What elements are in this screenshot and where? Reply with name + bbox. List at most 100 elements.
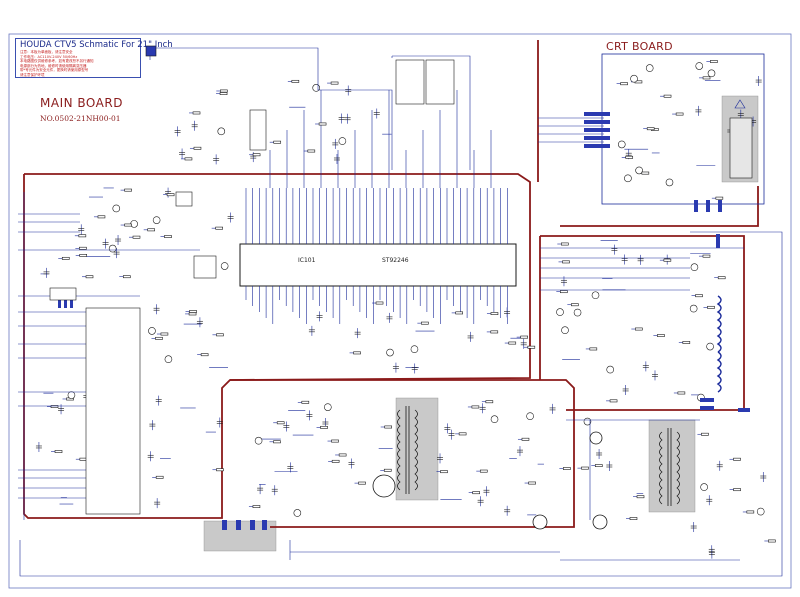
resistor xyxy=(528,481,536,485)
resistor xyxy=(383,468,392,472)
connector-blocks xyxy=(58,112,750,530)
main-ic-body xyxy=(239,243,517,287)
resistor xyxy=(215,226,223,230)
resistor xyxy=(663,258,672,262)
transistor xyxy=(700,483,708,491)
resistor xyxy=(307,149,316,153)
resistor xyxy=(192,111,201,115)
resistor xyxy=(458,432,467,436)
transistor xyxy=(606,365,615,374)
resistor xyxy=(682,341,691,344)
resistor xyxy=(625,155,634,159)
resistor xyxy=(353,351,361,355)
resistor xyxy=(160,332,169,336)
transistor xyxy=(756,507,765,516)
resistor xyxy=(184,157,193,161)
transformer-flyback xyxy=(659,428,680,506)
resistor xyxy=(164,235,172,238)
resistor xyxy=(358,481,366,485)
crt-warning-triangle xyxy=(734,99,746,109)
schematic-title: HOUDA CTV5 Schmatic For 21" Inch xyxy=(20,40,173,50)
resistor xyxy=(384,425,393,429)
main-board-label: MAIN BOARD xyxy=(40,96,123,110)
transistor xyxy=(148,327,156,335)
resistor xyxy=(318,122,327,126)
signal-wires xyxy=(18,47,783,577)
transistor xyxy=(561,326,569,335)
resistor xyxy=(527,345,536,349)
resistor xyxy=(471,405,480,409)
resistor xyxy=(301,400,310,404)
resistor xyxy=(641,171,650,175)
transistor xyxy=(689,304,698,313)
board-outlines xyxy=(23,40,759,528)
resistor xyxy=(695,294,703,298)
resistor xyxy=(571,303,579,307)
title-note-5: 带*号元件为安全元件，更换时请使用原型号 xyxy=(20,68,89,72)
resistor xyxy=(219,92,228,95)
crt-board-label: CRT BOARD xyxy=(606,40,673,53)
resistor xyxy=(562,260,570,264)
resistor xyxy=(61,256,70,260)
resistor xyxy=(710,60,718,63)
resistor xyxy=(490,312,499,315)
transistor xyxy=(386,348,394,357)
resistor xyxy=(440,470,448,474)
resistor xyxy=(646,127,655,131)
transistor xyxy=(164,355,173,364)
title-note-3: 本电路图仅供维修参考，如有更改恕不另行通知 xyxy=(20,59,94,63)
resistor xyxy=(132,235,141,239)
transistor xyxy=(645,64,654,72)
transistor xyxy=(706,342,714,351)
resistor xyxy=(276,421,285,425)
title-block: HOUDA CTV5 Schmatic For 21" Inch 注意：本板为单… xyxy=(15,38,173,78)
resistor xyxy=(490,330,499,334)
resistor xyxy=(375,301,384,305)
shaded-regions xyxy=(203,95,759,552)
transistor xyxy=(254,436,263,445)
resistor xyxy=(147,228,155,232)
resistor xyxy=(252,505,261,508)
title-note-1: 注意：本板为单面板，请注意安全 xyxy=(20,50,73,54)
resistor xyxy=(589,347,598,351)
resistor xyxy=(273,440,281,444)
resistor xyxy=(746,510,755,514)
transistor xyxy=(695,62,704,70)
resistor xyxy=(485,400,494,404)
resistor xyxy=(733,488,741,492)
resistor xyxy=(200,353,209,357)
resistor xyxy=(620,82,628,86)
resistor xyxy=(216,468,224,472)
resistor xyxy=(155,336,163,340)
resistor xyxy=(479,469,488,473)
resistor xyxy=(717,276,726,280)
resistor xyxy=(124,223,132,227)
resistor xyxy=(508,341,517,345)
transistor xyxy=(665,178,674,187)
resistor xyxy=(663,94,672,98)
transistor xyxy=(108,244,117,253)
transistor xyxy=(220,262,229,270)
transistor xyxy=(67,391,76,399)
resistor xyxy=(768,539,776,543)
title-note-6: 请注意保护环境 xyxy=(20,72,45,77)
main-ic-part-number: ST92246 xyxy=(382,257,409,264)
resistor xyxy=(521,437,530,441)
resistor xyxy=(657,334,665,337)
crt-socket xyxy=(729,117,753,179)
resistor xyxy=(609,399,618,403)
resistor xyxy=(636,495,645,499)
transistor xyxy=(338,137,347,145)
transistor xyxy=(690,263,699,272)
transistor xyxy=(152,216,161,224)
resistor xyxy=(455,311,463,315)
resistor xyxy=(702,254,711,258)
transistor xyxy=(635,166,643,175)
transistor xyxy=(490,415,499,424)
resistor xyxy=(733,457,741,461)
title-note-4: 电源部分为热地，维修时请使用隔离变压器 xyxy=(20,63,87,68)
components xyxy=(35,60,776,555)
resistor xyxy=(520,335,528,339)
transistor xyxy=(112,204,121,213)
main-ic-reference: IC101 xyxy=(298,257,316,264)
